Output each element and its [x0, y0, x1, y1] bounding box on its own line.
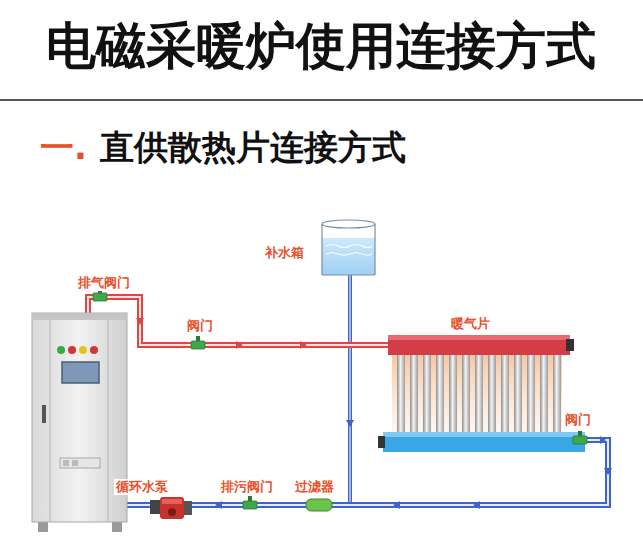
radiator — [378, 335, 585, 452]
circulation-pump — [150, 497, 192, 519]
part-label: 循环水泵 — [114, 479, 170, 495]
radiator-tube — [488, 353, 496, 434]
section-heading: 直供散热片连接方式 — [100, 128, 406, 167]
part-label: 补水箱 — [263, 245, 306, 261]
part-label: 阀门 — [563, 412, 593, 428]
section-number: 一. — [40, 128, 87, 167]
filter — [306, 499, 332, 511]
radiator-tube — [410, 353, 418, 434]
part-label: 排污阀门 — [219, 479, 275, 495]
radiator-tube — [475, 353, 483, 434]
radiator-tube — [436, 353, 444, 434]
part-label: 排气阀门 — [76, 275, 132, 291]
radiator-tube — [514, 353, 522, 434]
heater-cabinet — [32, 313, 127, 532]
radiator-tube — [540, 353, 548, 434]
part-label: 暖气片 — [449, 316, 492, 332]
radiator-tube — [553, 353, 561, 434]
valves — [93, 288, 587, 509]
radiator-tube — [397, 353, 405, 434]
flow-arrows — [136, 318, 612, 509]
radiator-tube — [449, 353, 457, 434]
radiator-tube — [423, 353, 431, 434]
header-rule — [0, 99, 643, 101]
radiator-tube — [501, 353, 509, 434]
makeup-pipe — [350, 275, 351, 505]
supply-pipe — [88, 297, 392, 345]
part-label: 阀门 — [185, 318, 215, 334]
radiator-tube — [527, 353, 535, 434]
part-label: 过滤器 — [293, 479, 336, 495]
water-tank — [322, 220, 375, 275]
radiator-tube — [462, 353, 470, 434]
page-title: 电磁采暖炉使用连接方式 — [46, 19, 596, 74]
